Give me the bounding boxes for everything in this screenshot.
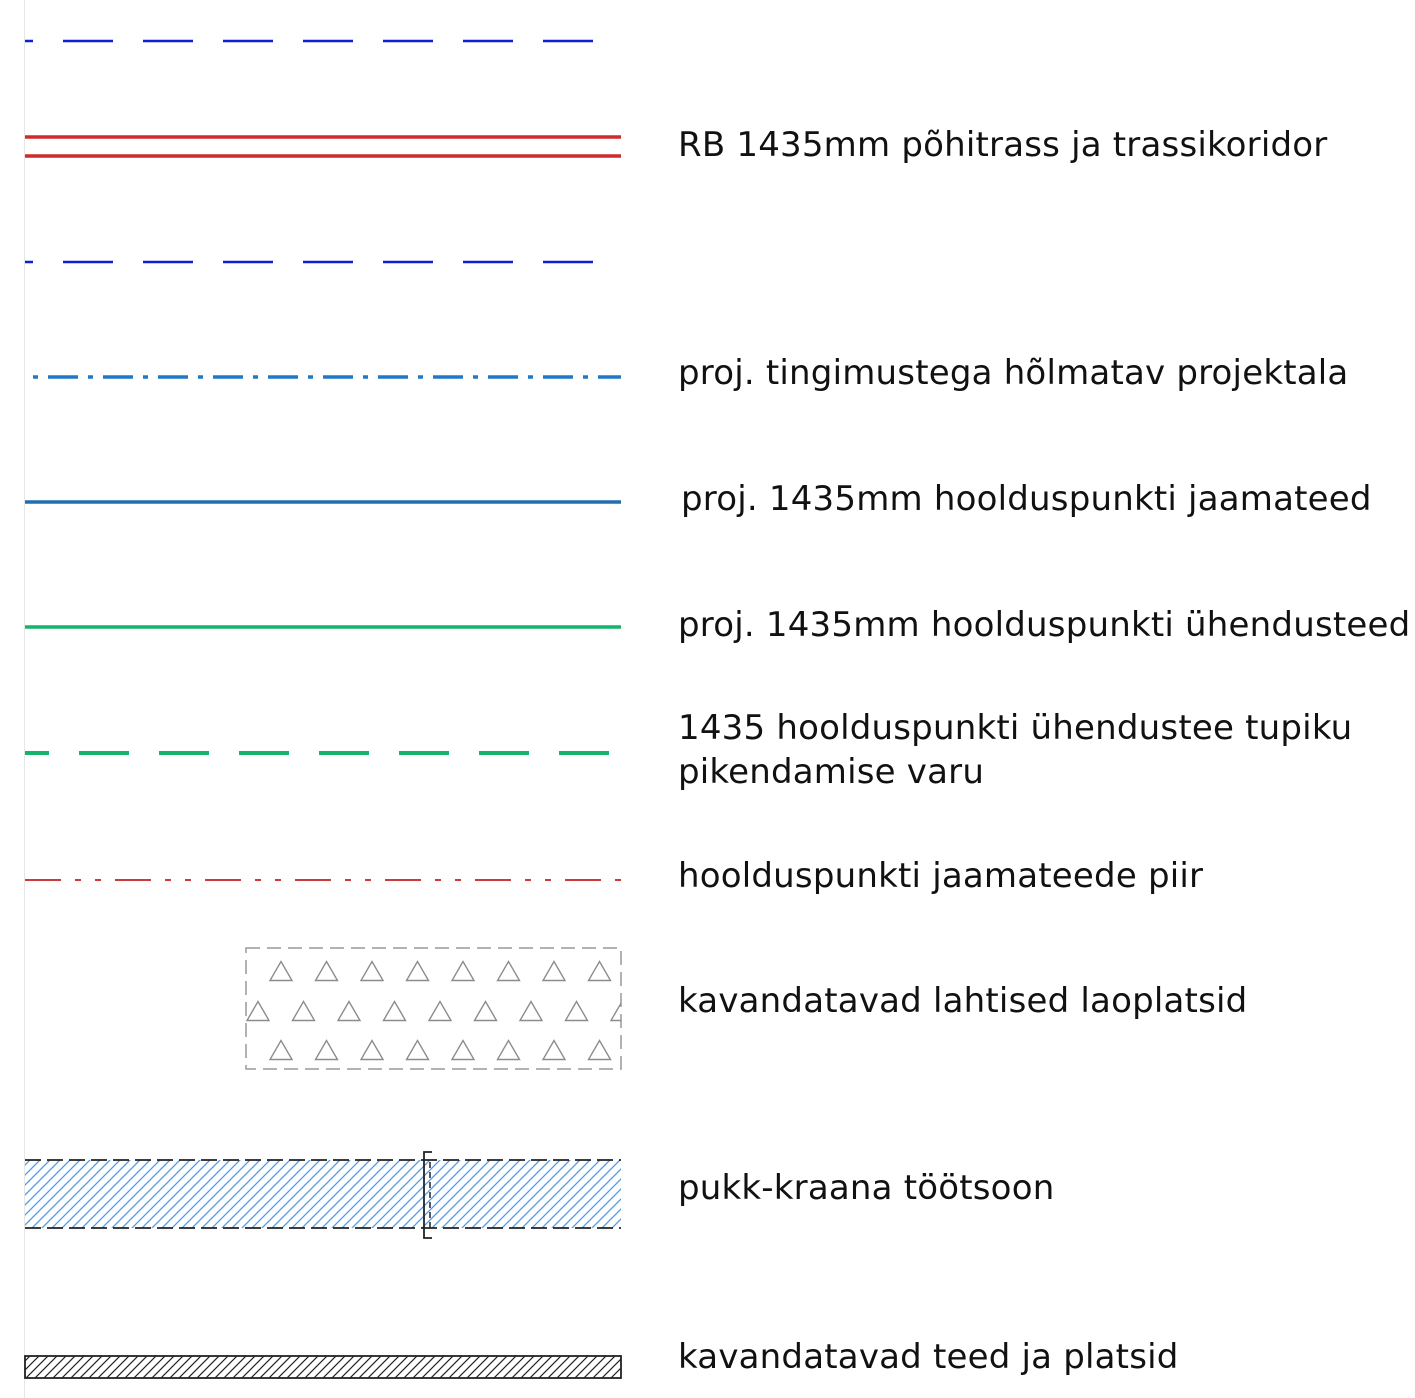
label-rb-main-route: RB 1435mm põhitrass ja trassikoridor [678,125,1328,165]
triangle-mark [382,1000,407,1022]
triangle-mark [359,1039,385,1061]
triangle-mark [314,1039,339,1061]
triangle-mark [587,1039,612,1061]
triangle-mark [541,1039,567,1061]
label-depot-limit: hoolduspunkti jaamateede piir [678,856,1204,896]
triangle-mark [609,1001,621,1022]
triangle-mark [541,960,567,982]
triangle-mark [496,960,521,982]
label-extension-reserve-line2: pikendamise varu [678,752,985,792]
triangle-mark [359,960,385,982]
label-depot-tracks: proj. 1435mm hoolduspunkti jaamateed [681,479,1372,519]
black-hatched-area [24,1355,622,1379]
label-conditional-area: proj. tingimustega hõlmatav projektala [678,353,1349,393]
label-storage-yards: kavandatavad lahtised laoplatsid [678,981,1248,1021]
left-border-line [24,0,25,1398]
triangle-mark [450,1039,476,1061]
triangle-mark [450,960,476,982]
triangle-mark [564,1000,589,1022]
triangle-mark [268,1039,294,1061]
triangle-mark [336,1000,362,1022]
blue-hatched-area [25,1151,621,1239]
triangle-mark [246,1000,271,1022]
label-extension-reserve-line1: 1435 hoolduspunkti ühendustee tupiku [678,708,1353,748]
red-double-line-symbol [25,135,621,158]
triangle-mark [427,1000,453,1022]
label-planned-roads: kavandatavad teed ja platsid [678,1337,1179,1377]
triangle-mark [587,960,612,982]
triangle-mark [268,960,294,982]
triangle-mark [314,960,339,982]
triangle-mark [473,1000,498,1022]
triangle-mark [405,1039,430,1061]
triangle-pattern-area [245,947,622,1070]
triangle-mark [291,1000,316,1022]
label-connecting-tracks: proj. 1435mm hoolduspunkti ühendusteed [678,605,1411,645]
label-gantry-crane-zone: pukk-kraana töötsoon [678,1168,1055,1208]
triangle-mark [405,960,430,982]
triangle-mark [496,1039,521,1061]
triangle-mark [518,1000,544,1022]
